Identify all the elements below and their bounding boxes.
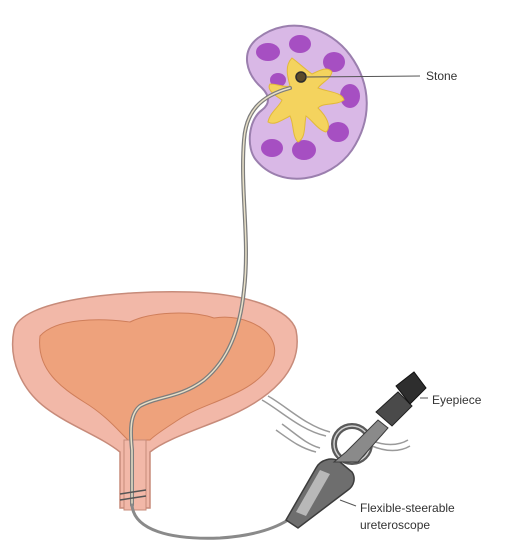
scope-handle-body (286, 459, 354, 528)
label-stone: Stone (426, 68, 457, 84)
scope-leader-line (340, 500, 356, 506)
kidney-stone (296, 72, 306, 82)
label-ureteroscope-line2: ureteroscope (360, 517, 430, 533)
label-ureteroscope-line1: Flexible-steerable (360, 500, 455, 516)
label-eyepiece: Eyepiece (432, 392, 481, 408)
kidney (247, 26, 367, 179)
ureteroscope-lower-shaft (132, 505, 288, 538)
